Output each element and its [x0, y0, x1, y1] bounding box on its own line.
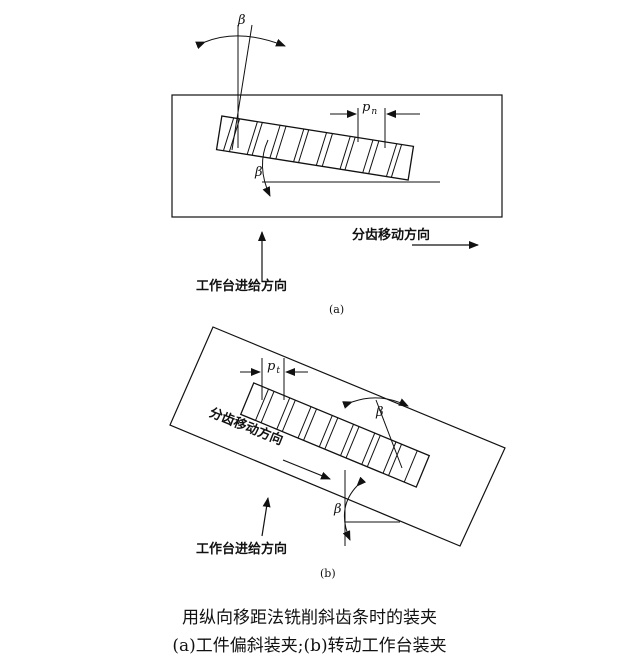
rack-b	[239, 382, 431, 488]
feed-direction-arrow-b	[261, 497, 271, 537]
rack-a	[215, 115, 415, 181]
beta-label-top: β	[237, 13, 246, 28]
pitch-label-b: pt	[267, 359, 280, 376]
feed-direction-label-a: 工作台进给方向	[196, 278, 287, 294]
pitch-label-a: pn	[362, 100, 377, 117]
beta-angle-upper	[342, 397, 409, 469]
feed-direction-label-b: 工作台进给方向	[196, 541, 287, 557]
move-direction-label-b: 分齿移动方向	[207, 405, 285, 449]
pitch-dimension-b	[240, 358, 308, 400]
beta-label-lower: β	[333, 502, 342, 517]
worktable-a	[171, 94, 503, 218]
figure-caption-line2: (a)工件偏斜装夹;(b)转动工作台装夹	[172, 636, 447, 656]
beta-angle-inner	[262, 139, 440, 197]
beta-label-upper: β	[375, 405, 384, 420]
move-direction-arrow-b	[282, 459, 331, 480]
pitch-dimension-a	[330, 108, 420, 148]
figure-caption-line1: 用纵向移距法铣削斜齿条时的装夹	[182, 608, 437, 628]
sublabel-a: (a)	[329, 303, 344, 316]
beta-label-inner: β	[254, 165, 263, 180]
beta-angle-lower	[342, 470, 400, 546]
sublabel-b: (b)	[320, 567, 336, 580]
figure-a: β β pn 分齿移动方向 工作台进给方向 (a)	[171, 13, 503, 316]
beta-angle-top	[195, 24, 286, 151]
figure-b: pt β 分齿移动方向 β 工作台进给方向 (b)	[169, 326, 506, 580]
move-direction-label-a: 分齿移动方向	[352, 227, 430, 243]
